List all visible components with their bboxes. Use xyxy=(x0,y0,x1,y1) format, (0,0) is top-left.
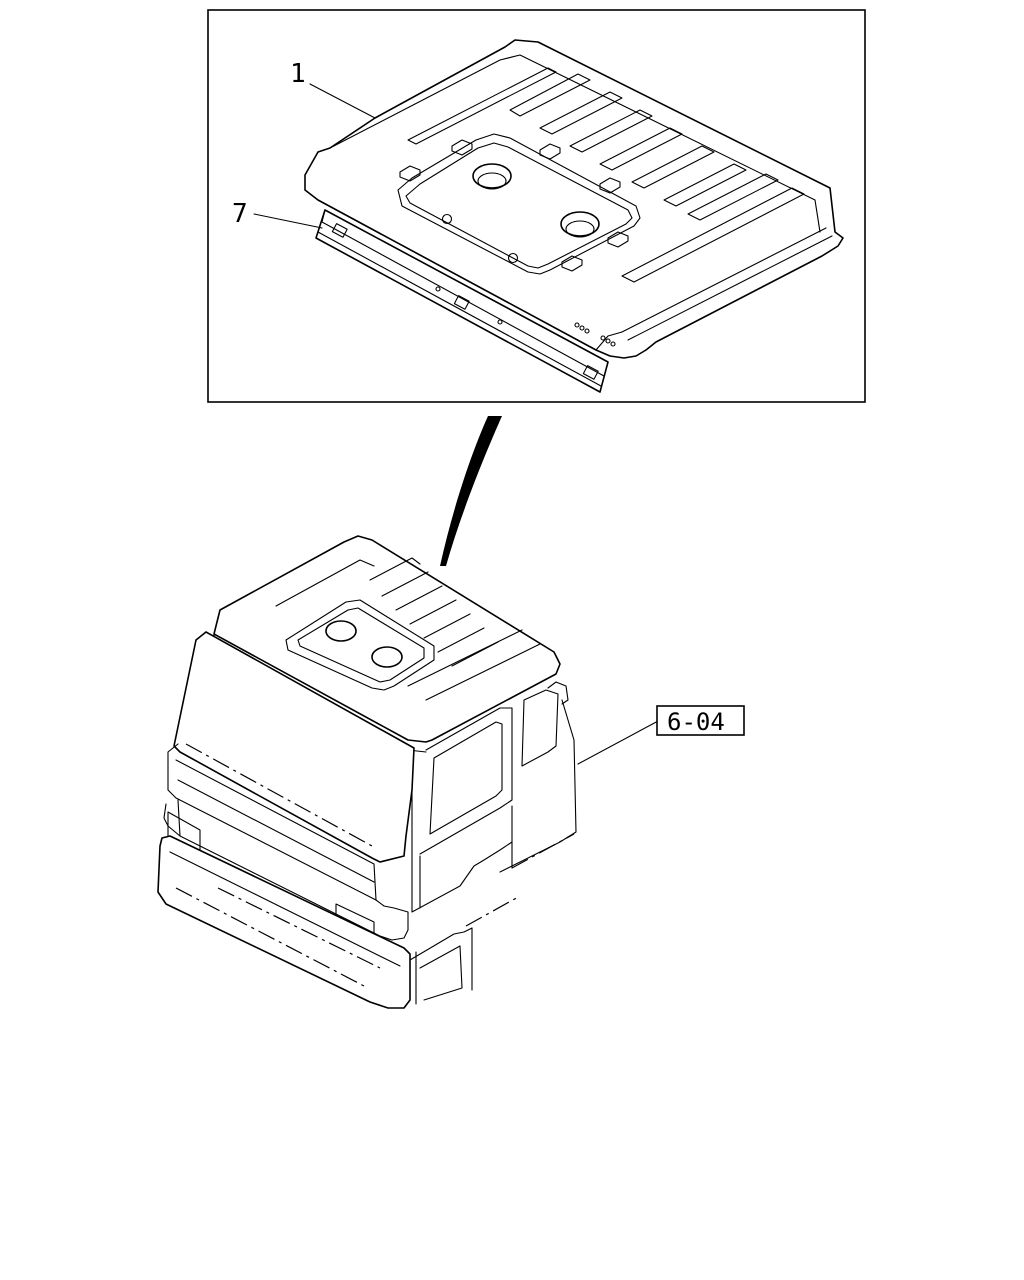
callout-1-leader xyxy=(309,83,376,119)
ref-box xyxy=(656,705,745,736)
callout-7-leader xyxy=(253,213,323,229)
detail-frame xyxy=(207,9,866,403)
callout-7-label: 7 xyxy=(232,199,248,229)
truck-cab-drawing xyxy=(157,535,577,1009)
roof-panel-drawing xyxy=(304,39,844,359)
ref-leader xyxy=(577,719,661,765)
pointer-arrow xyxy=(440,416,502,566)
rail-drawing xyxy=(315,209,609,393)
callout-1-label: 1 xyxy=(290,59,306,89)
ref-label: 6-04 xyxy=(667,708,725,736)
